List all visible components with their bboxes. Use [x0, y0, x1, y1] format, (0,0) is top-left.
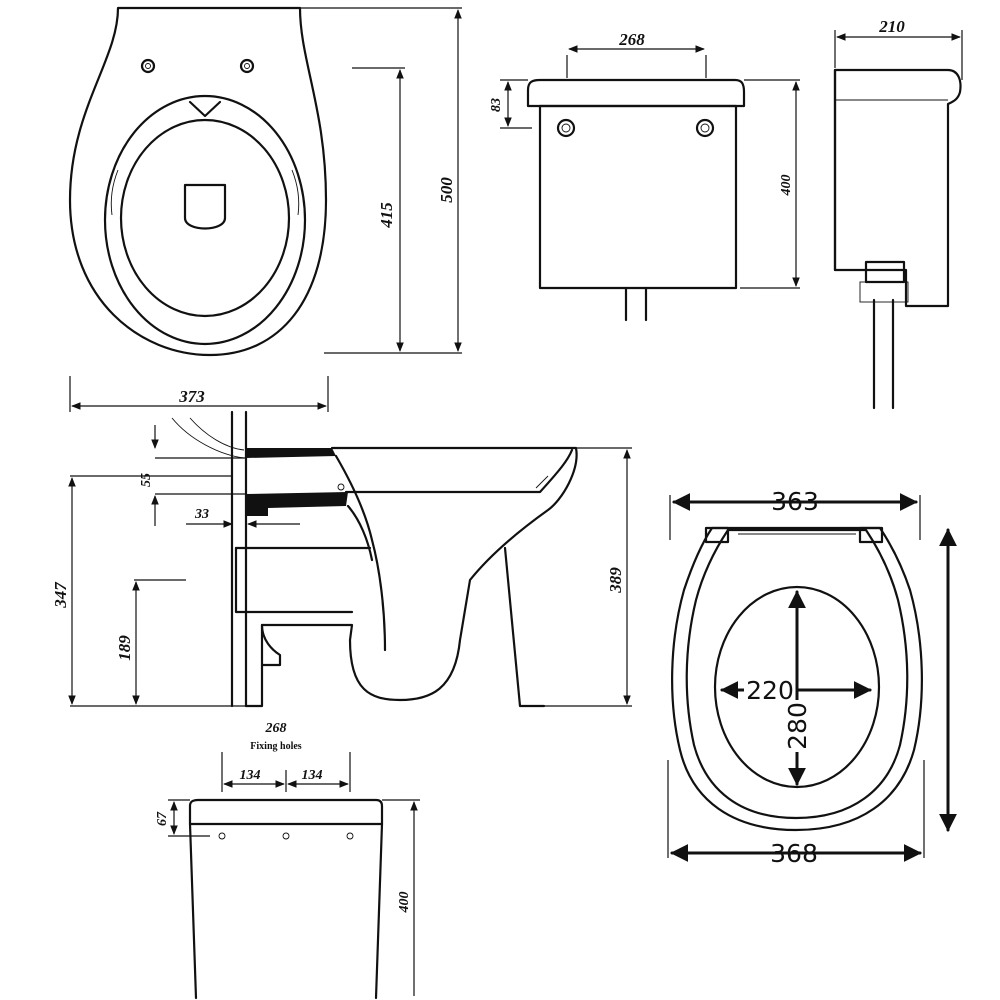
bowl-rim — [103, 94, 307, 346]
dim-pan-side-total-height: 389 — [606, 567, 625, 594]
bowl-outlet — [183, 183, 227, 230]
dim-pan-side-width: 373 — [178, 387, 205, 406]
cistern-side-view: 210 — [833, 17, 963, 410]
fixing-hole-center — [282, 832, 290, 840]
seat-outer — [671, 526, 923, 832]
dim-cistern-side-depth: 210 — [878, 17, 905, 36]
connector-top — [246, 448, 336, 458]
pan-outline — [68, 6, 328, 357]
pan-side-view: 373 347 189 389 55 33 — [51, 376, 632, 708]
fixing-hole-left — [218, 832, 226, 840]
dim-pan-side-outlet: 55 — [139, 473, 154, 487]
pan-top-view: 415 500 — [68, 6, 462, 357]
bowl-inner — [119, 118, 291, 318]
dim-pan-side-inlet-offset: 33 — [194, 507, 209, 522]
cistern-lid — [526, 78, 746, 108]
dim-seat-bottom-width: 368 — [770, 839, 818, 868]
pan-side-outline — [244, 446, 578, 708]
dim-cistern-bottom-height: 400 — [397, 892, 412, 914]
connector-bottom — [246, 492, 348, 516]
seat-hinge-left — [704, 526, 730, 544]
cistern-front-view: 268 83 400 — [489, 30, 800, 322]
dim-pan-side-rim-height: 347 — [51, 581, 70, 609]
dim-pan-top-length: 500 — [437, 177, 456, 203]
dim-seat-opening-length: 280 — [783, 702, 812, 750]
seat-fixing-hole-left — [140, 58, 156, 74]
cistern-body — [538, 104, 738, 290]
dim-cistern-bottom-fixing: 268 — [265, 721, 287, 736]
dim-pan-side-outlet-height: 189 — [115, 635, 134, 661]
fixing-hole-right — [346, 832, 354, 840]
seat-opening — [713, 585, 881, 789]
button-hole-right — [695, 118, 715, 138]
seat-hinge-right — [858, 526, 884, 544]
button-hole-left — [556, 118, 576, 138]
dim-seat-top-width: 363 — [771, 487, 819, 516]
cistern-bottom-body — [188, 822, 384, 1000]
dim-cistern-front-lid: 83 — [489, 98, 504, 112]
cistern-outlet — [864, 260, 906, 284]
dim-cistern-bottom-half-right: 134 — [302, 768, 323, 783]
fixing-holes-label: Fixing holes — [250, 741, 302, 752]
dim-cistern-front-holes: 268 — [618, 30, 645, 49]
dim-cistern-bottom-lid: 67 — [155, 811, 170, 826]
dim-pan-top-inner: 415 — [377, 202, 396, 229]
seat-view: 363 368 220 280 — [667, 487, 957, 868]
cistern-side-outline — [833, 68, 962, 308]
seat-fixing-hole-right — [239, 58, 255, 74]
dim-cistern-front-height: 400 — [779, 175, 794, 197]
cistern-bottom-view: 268 Fixing holes 134 134 67 400 — [155, 721, 420, 1000]
cistern-bottom-lid — [188, 798, 384, 826]
dim-cistern-bottom-half-left: 134 — [240, 768, 261, 783]
seat-hinge-point — [337, 483, 345, 491]
